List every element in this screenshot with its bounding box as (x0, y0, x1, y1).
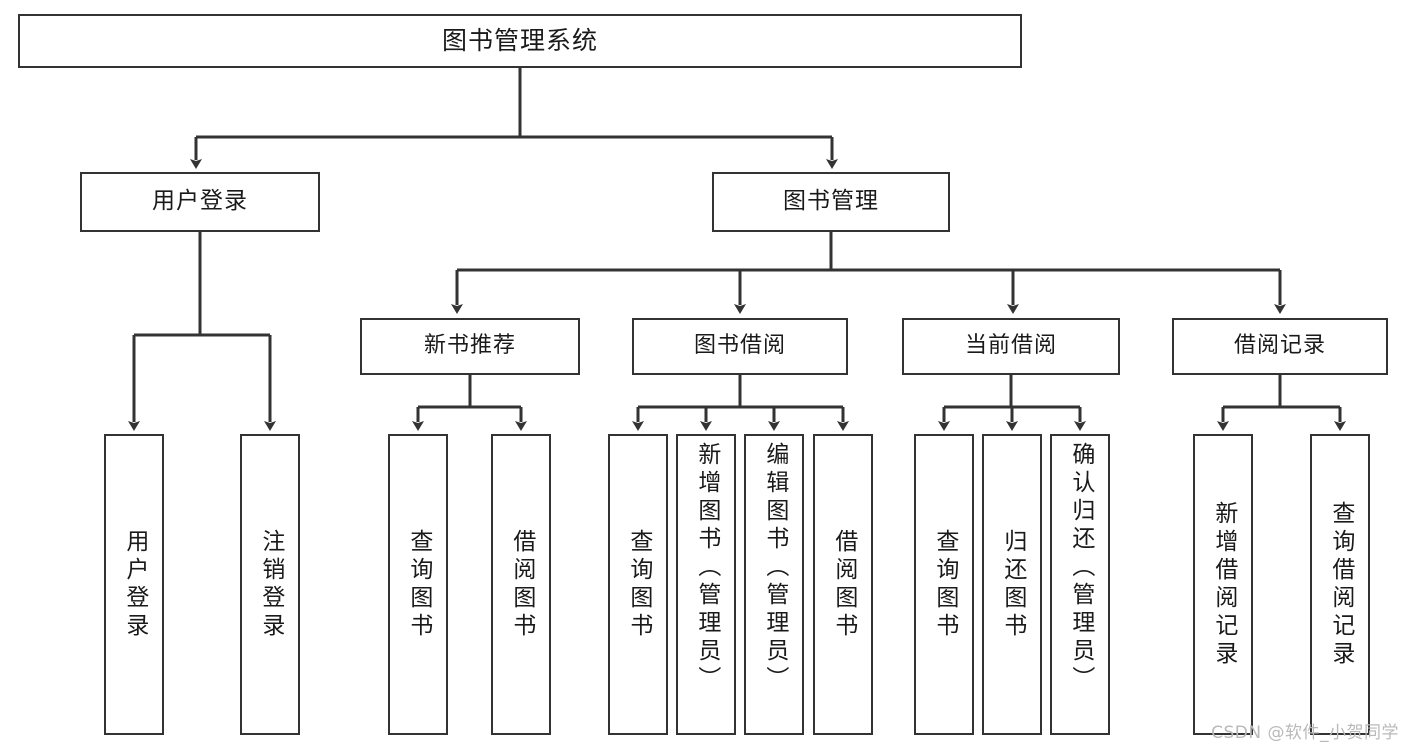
leaf-label: 新增借阅记录 (1210, 500, 1237, 669)
leaf-label: 查询图书 (405, 528, 432, 641)
node-label: 当前借阅 (964, 333, 1057, 359)
csdn-watermark: CSDN @软件_小贺同学 (1211, 723, 1399, 743)
leaf-label: 编辑图书（管理员） (761, 442, 788, 694)
node-label: 借阅记录 (1233, 333, 1326, 359)
node-current-borrow[interactable]: 当前借阅 (902, 318, 1120, 375)
node-new-book-recommend[interactable]: 新书推荐 (360, 318, 580, 375)
leaf-label: 注销登录 (257, 528, 284, 641)
node-user-login[interactable]: 用户登录 (80, 172, 320, 232)
leaf-query-book-current[interactable]: 查询图书 (914, 434, 974, 735)
leaf-query-borrow-record[interactable]: 查询借阅记录 (1310, 434, 1370, 735)
node-book-borrow[interactable]: 图书借阅 (632, 318, 848, 375)
leaf-query-book-borrow[interactable]: 查询图书 (608, 434, 668, 735)
leaf-label: 查询图书 (625, 528, 652, 641)
leaf-add-book-admin[interactable]: 新增图书（管理员） (676, 434, 736, 735)
leaf-label: 查询借阅记录 (1327, 500, 1354, 669)
node-label: 图书管理 (783, 188, 879, 215)
leaf-user-login[interactable]: 用户登录 (104, 434, 164, 735)
leaf-edit-book-admin[interactable]: 编辑图书（管理员） (744, 434, 804, 735)
node-label: 新书推荐 (423, 333, 516, 359)
leaf-logout[interactable]: 注销登录 (240, 434, 300, 735)
node-borrow-record[interactable]: 借阅记录 (1172, 318, 1388, 375)
leaf-label: 归还图书 (999, 528, 1026, 641)
leaf-label: 确认归还（管理员） (1067, 442, 1094, 694)
node-book-management[interactable]: 图书管理 (712, 172, 950, 232)
node-root-book-management-system[interactable]: 图书管理系统 (18, 14, 1022, 68)
leaf-return-book[interactable]: 归还图书 (982, 434, 1042, 735)
leaf-label: 查询图书 (931, 528, 958, 641)
leaf-confirm-return-admin[interactable]: 确认归还（管理员） (1050, 434, 1110, 735)
leaf-label: 新增图书（管理员） (693, 442, 720, 694)
leaf-label: 借阅图书 (508, 528, 535, 641)
node-label: 图书管理系统 (441, 26, 598, 55)
node-label: 图书借阅 (693, 333, 786, 359)
leaf-label: 用户登录 (121, 528, 148, 641)
leaf-label: 借阅图书 (830, 528, 857, 641)
leaf-borrow-book-recommend[interactable]: 借阅图书 (491, 434, 551, 735)
leaf-borrow-book[interactable]: 借阅图书 (813, 434, 873, 735)
leaf-add-borrow-record[interactable]: 新增借阅记录 (1193, 434, 1253, 735)
node-label: 用户登录 (152, 188, 248, 215)
leaf-query-book-recommend[interactable]: 查询图书 (388, 434, 448, 735)
